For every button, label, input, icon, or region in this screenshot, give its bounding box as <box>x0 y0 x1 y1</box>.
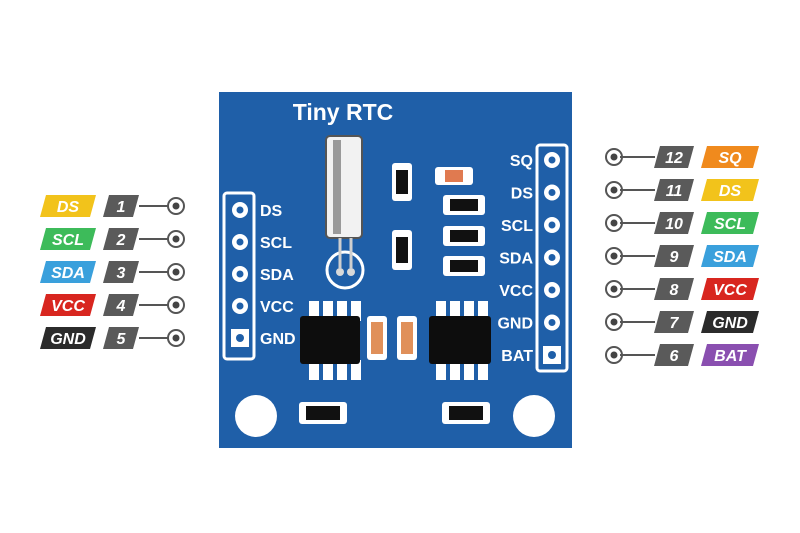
right-pin-number: 7 <box>654 311 694 333</box>
right-pin-number-text: 7 <box>670 315 680 332</box>
board-right-label: SCL <box>501 218 533 235</box>
right-pin-number: 11 <box>654 179 694 201</box>
left-pin-5: GND 5 <box>40 327 185 349</box>
ic-chip-right <box>429 301 491 380</box>
right-pin-number-text: 6 <box>670 348 679 365</box>
right-pin-name: SCL <box>701 212 759 234</box>
left-pin-name-text: DS <box>57 199 80 216</box>
right-pin-name: BAT <box>701 344 759 366</box>
left-pin-name: GND <box>40 327 96 349</box>
left-pin-number: 3 <box>103 261 139 283</box>
board-right-label: SDA <box>499 251 533 268</box>
board-right-label: BAT <box>501 348 533 365</box>
rtc-board: Tiny RTC <box>219 92 572 448</box>
right-pin-name-text: SCL <box>714 216 746 233</box>
left-pin-number-text: 5 <box>117 331 127 348</box>
board-right-label: GND <box>497 316 533 333</box>
right-pin-8: 8 VCC <box>605 278 759 300</box>
right-pin-number: 6 <box>654 344 694 366</box>
right-pin-number: 12 <box>654 146 694 168</box>
mounting-hole-left <box>235 395 277 437</box>
board-left-label: SCL <box>260 235 292 252</box>
board-right-label: VCC <box>499 283 533 300</box>
right-pin-12: 12 SQ <box>605 146 759 168</box>
right-pin-7: 7 GND <box>605 311 759 333</box>
left-pin-name-text: VCC <box>51 298 85 315</box>
right-pin-name: DS <box>701 179 759 201</box>
right-pin-name: VCC <box>701 278 759 300</box>
left-pin-1: DS 1 <box>40 195 185 217</box>
board-left-label: GND <box>260 331 296 348</box>
left-pin-number: 5 <box>103 327 139 349</box>
right-header-holes <box>543 152 561 364</box>
right-pin-name-text: SQ <box>718 150 742 167</box>
left-pin-number-text: 3 <box>117 265 126 282</box>
right-pin-9: 9 SDA <box>605 245 759 267</box>
right-pin-number: 9 <box>654 245 694 267</box>
left-pin-number: 2 <box>103 228 139 250</box>
crystal-oscillator <box>325 135 365 290</box>
right-pin-name: SDA <box>701 245 759 267</box>
left-pin-number: 4 <box>103 294 139 316</box>
left-pin-name: SDA <box>40 261 96 283</box>
right-header-labels: SQ DS SCL SDA VCC GND BAT <box>497 153 533 365</box>
left-header-holes <box>231 202 249 347</box>
right-header-strip <box>535 143 569 373</box>
left-pin-name-text: SDA <box>51 265 85 282</box>
right-pin-11: 11 DS <box>605 179 759 201</box>
left-pin-name: DS <box>40 195 96 217</box>
right-pin-number-text: 10 <box>665 216 683 233</box>
right-pin-number-text: 12 <box>665 150 683 167</box>
left-pin-4: VCC 4 <box>40 294 185 316</box>
left-header-strip <box>222 191 256 361</box>
board-left-label: VCC <box>260 299 294 316</box>
left-pin-name-text: SCL <box>52 232 84 249</box>
left-pin-number-text: 4 <box>116 298 126 315</box>
right-pin-10: 10 SCL <box>605 212 759 234</box>
right-pin-number-text: 8 <box>670 282 679 299</box>
right-pin-name-text: VCC <box>713 282 747 299</box>
right-pin-number-text: 9 <box>670 249 679 266</box>
left-header-labels: DS SCL SDA VCC GND <box>260 203 296 348</box>
left-pin-name: VCC <box>40 294 96 316</box>
left-pin-number: 1 <box>103 195 139 217</box>
mounting-hole-right <box>513 395 555 437</box>
right-pin-name-text: SDA <box>713 249 747 266</box>
smd-components <box>299 163 490 424</box>
board-left-label: DS <box>260 203 283 220</box>
left-pin-number-text: 2 <box>116 232 126 249</box>
right-pin-name-text: BAT <box>714 348 747 365</box>
board-right-label: SQ <box>510 153 533 170</box>
right-pin-name-text: DS <box>719 183 742 200</box>
right-pin-number-text: 11 <box>666 183 683 200</box>
right-pin-name: GND <box>701 311 759 333</box>
left-pin-number-text: 1 <box>117 199 126 216</box>
right-pin-6: 6 BAT <box>605 344 759 366</box>
right-pin-number: 10 <box>654 212 694 234</box>
left-pin-3: SDA 3 <box>40 261 185 283</box>
right-pin-number: 8 <box>654 278 694 300</box>
board-right-label: DS <box>511 186 534 203</box>
board-left-label: SDA <box>260 267 294 284</box>
right-pin-callouts: 12 SQ 11 DS 10 SCL 9 SDA 8 VCC 7 GND 6 BAT <box>605 146 759 366</box>
board-title: Tiny RTC <box>293 99 394 125</box>
left-pin-name-text: GND <box>50 331 86 348</box>
left-pin-name: SCL <box>40 228 96 250</box>
right-pin-name-text: GND <box>712 315 748 332</box>
left-pin-2: SCL 2 <box>40 228 185 250</box>
ic-chip-left <box>300 301 361 380</box>
right-pin-name: SQ <box>701 146 759 168</box>
